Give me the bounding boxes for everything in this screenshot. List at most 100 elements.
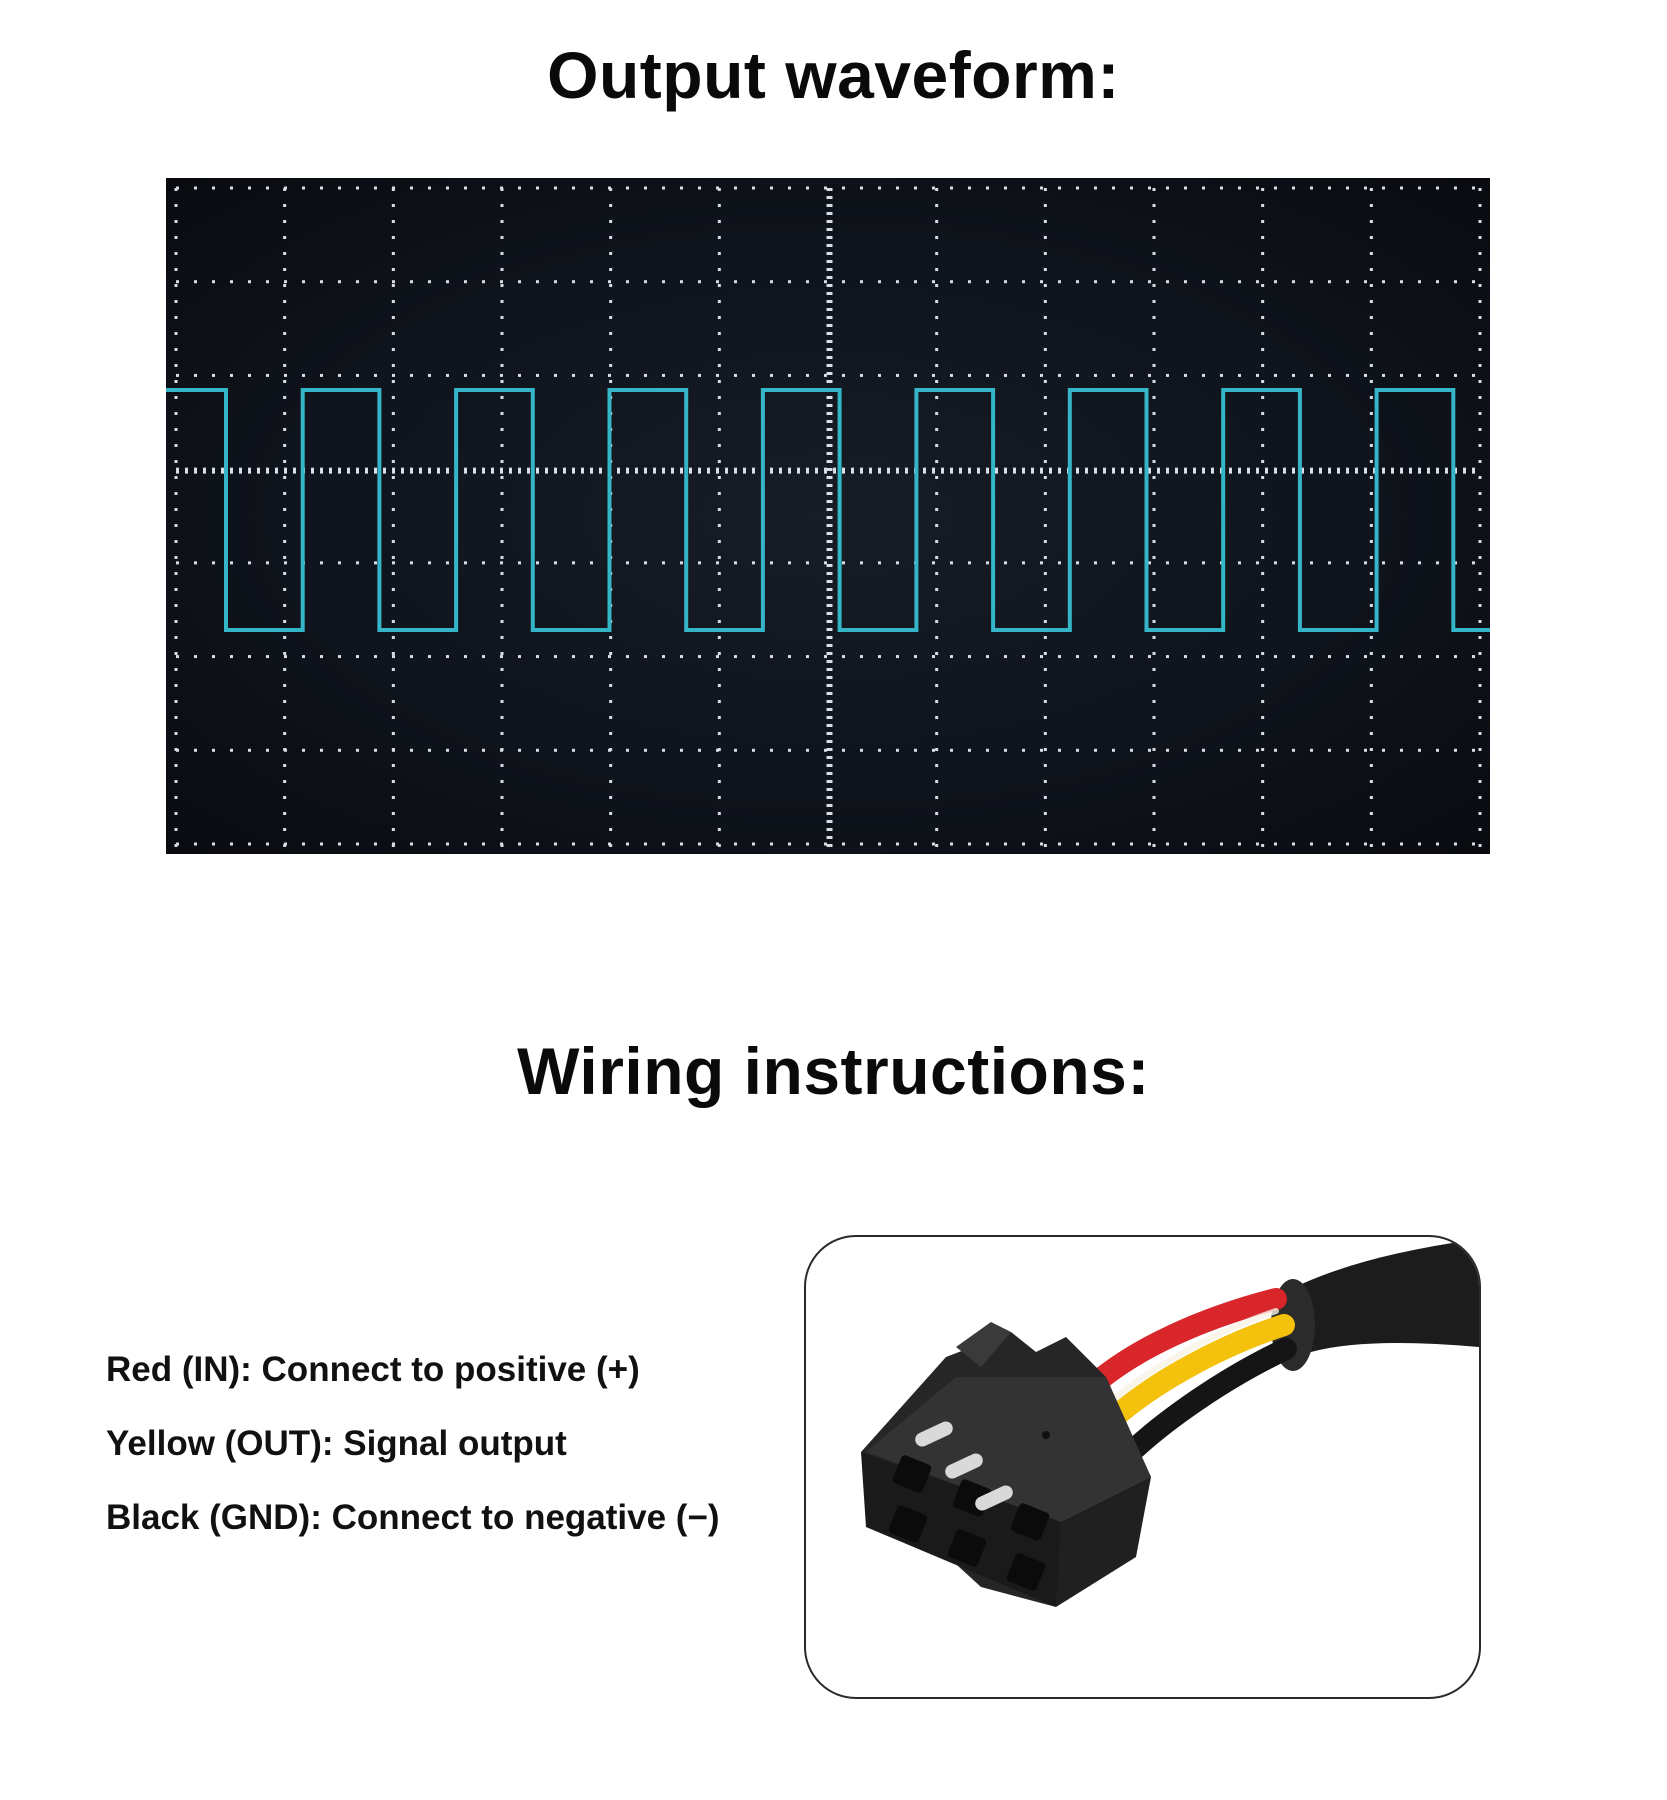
grid-dot	[826, 356, 833, 359]
grid-dot	[500, 220, 504, 223]
grid-dot	[1418, 186, 1421, 190]
wire-red	[1080, 1288, 1287, 1398]
grid-dot	[788, 467, 791, 474]
grid-dot	[717, 396, 721, 399]
grid-dot	[1261, 508, 1265, 511]
grid-dot	[283, 668, 287, 671]
grid-dot	[609, 716, 613, 719]
grid-dot	[1472, 186, 1475, 190]
grid-dot	[716, 655, 719, 659]
grid-dot	[887, 467, 890, 474]
grid-dot	[1004, 467, 1007, 474]
grid-dot	[1261, 300, 1265, 303]
grid-dot	[860, 842, 863, 846]
grid-dot	[1478, 380, 1482, 383]
grid-dot	[283, 300, 287, 303]
grid-dot	[1148, 467, 1151, 474]
grid-dot	[1004, 748, 1007, 752]
grid-dot	[391, 588, 395, 591]
grid-dot	[1355, 467, 1358, 474]
grid-dot	[826, 652, 833, 655]
grid-dot	[826, 468, 833, 471]
grid-dot	[734, 842, 737, 846]
grid-dot	[1454, 561, 1457, 565]
grid-dot	[1152, 300, 1156, 303]
grid-dot	[788, 748, 791, 752]
grid-dot	[500, 373, 503, 377]
grid-dot	[302, 842, 305, 846]
grid-dot	[176, 373, 179, 377]
grid-dot	[968, 561, 971, 565]
grid-dot	[1478, 220, 1482, 223]
grid-dot	[1369, 396, 1373, 399]
grid-dot	[717, 588, 721, 591]
grid-dot	[1166, 467, 1169, 474]
grid-dot	[717, 620, 721, 623]
grid-dot	[986, 842, 989, 846]
grid-dot	[1152, 204, 1156, 207]
grid-dot	[1472, 748, 1475, 752]
grid-dot	[1043, 412, 1047, 415]
grid-dot	[1472, 280, 1475, 284]
grid-dot	[1043, 588, 1047, 591]
grid-dot	[1043, 444, 1047, 447]
grid-dot	[1261, 652, 1265, 655]
grid-dot	[950, 842, 953, 846]
grid-dot	[554, 186, 557, 190]
grid-dot	[1382, 467, 1385, 474]
grid-dot	[842, 842, 845, 846]
grid-dot	[842, 467, 845, 474]
grid-dot	[391, 476, 395, 479]
grid-dot	[302, 655, 305, 659]
grid-dot	[1274, 842, 1277, 846]
grid-dot	[826, 188, 833, 191]
grid-dot	[608, 280, 611, 284]
grid-dot	[283, 236, 287, 239]
grid-dot	[194, 748, 197, 752]
grid-dot	[950, 655, 953, 659]
grid-dot	[500, 572, 504, 575]
grid-dot	[174, 204, 178, 207]
grid-dot	[826, 780, 833, 783]
grid-dot	[826, 556, 833, 559]
grid-dot	[266, 655, 269, 659]
grid-dot	[1256, 842, 1259, 846]
grid-dot	[1478, 460, 1482, 463]
grid-dot	[1152, 604, 1156, 607]
grid-dot	[826, 644, 833, 647]
grid-dot	[935, 764, 939, 767]
grid-dot	[826, 276, 833, 279]
grid-dot	[391, 428, 395, 431]
grid-dot	[283, 764, 287, 767]
grid-dot	[391, 620, 395, 623]
grid-dot	[950, 467, 953, 474]
grid-dot	[283, 732, 287, 735]
grid-dot	[1166, 655, 1169, 659]
grid-dot	[609, 764, 613, 767]
grid-dot	[1256, 280, 1259, 284]
grid-dot	[428, 842, 431, 846]
grid-dot	[174, 780, 178, 783]
grid-dot	[283, 588, 287, 591]
grid-dot	[1040, 561, 1043, 565]
grid-dot	[1274, 561, 1277, 565]
grid-dot	[283, 684, 287, 687]
grid-dot	[1337, 467, 1340, 474]
grid-dot	[806, 186, 809, 190]
grid-dot	[1152, 540, 1156, 543]
grid-dot	[1292, 655, 1295, 659]
grid-dot	[1472, 373, 1475, 377]
grid-dot	[1152, 556, 1156, 559]
grid-dot	[1478, 492, 1482, 495]
grid-dot	[1256, 467, 1259, 474]
grid-dot	[284, 561, 287, 565]
oscilloscope-screen	[166, 178, 1490, 854]
grid-dot	[935, 252, 939, 255]
grid-dot	[194, 280, 197, 284]
grid-dot	[1043, 332, 1047, 335]
grid-dot	[599, 467, 602, 474]
grid-dot	[1292, 842, 1295, 846]
grid-dot	[986, 561, 989, 565]
grid-dot	[174, 412, 178, 415]
grid-dot	[176, 655, 179, 659]
